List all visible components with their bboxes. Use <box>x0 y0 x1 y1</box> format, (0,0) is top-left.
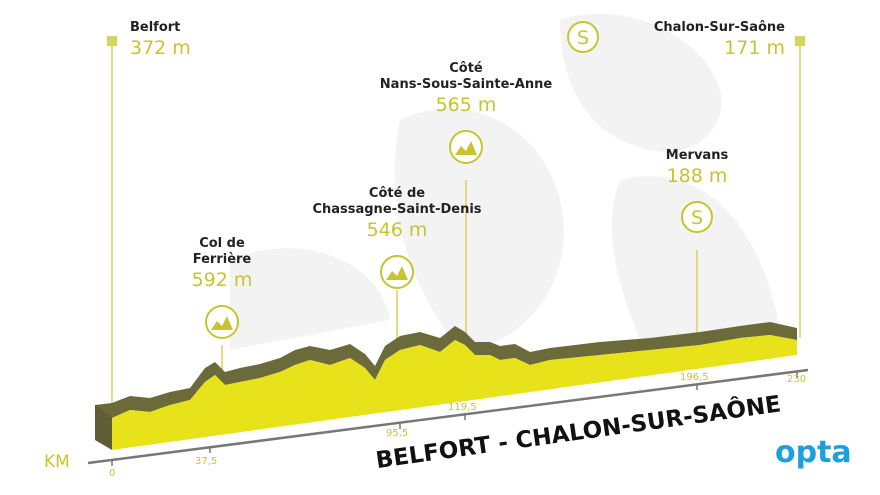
axis-ticks <box>111 372 798 466</box>
climb-icon <box>205 305 239 339</box>
tick-label: 95,5 <box>386 428 409 439</box>
climb-label: Côté Nans-Sous-Sainte-Anne 565 m <box>346 61 586 117</box>
climb-name: Chassagne-Saint-Denis <box>312 202 482 217</box>
profile-face <box>112 335 797 450</box>
climb-name: Côté de <box>368 186 426 201</box>
profile-side <box>95 405 112 450</box>
km-label: KM <box>44 452 70 472</box>
opta-logo: opta <box>775 435 852 470</box>
finish-label: Chalon-Sur-Saône 171 m <box>654 20 785 60</box>
start-marker <box>107 36 117 46</box>
tick-label: 196,5 <box>680 372 709 383</box>
climb-label: Col de Ferrière 592 m <box>162 236 282 292</box>
climb-name: Côté <box>449 61 483 76</box>
sprint-altitude: 188 m <box>666 165 728 187</box>
finish-sprint-icon-letter: S <box>577 27 589 49</box>
tick-label: 37,5 <box>195 456 218 467</box>
climb-altitude: 546 m <box>366 219 428 241</box>
sprint-name: Mervans <box>665 148 729 163</box>
profile-top-band <box>95 322 797 418</box>
tick-label: 119,5 <box>448 402 477 413</box>
climb-icon <box>449 130 483 164</box>
start-label: Belfort 372 m <box>130 20 191 60</box>
finish-altitude: 171 m <box>724 37 785 59</box>
climb-name: Ferrière <box>192 252 252 267</box>
finish-name: Chalon-Sur-Saône <box>653 20 785 35</box>
climb-name: Col de <box>199 236 245 251</box>
sprint-icon-letter: S <box>691 207 703 229</box>
finish-sprint-icon: S <box>567 21 599 53</box>
climb-name: Nans-Sous-Sainte-Anne <box>379 77 553 92</box>
watermark-logo <box>230 13 780 350</box>
finish-marker <box>795 36 805 46</box>
climb-icon <box>380 255 414 289</box>
tick-label: 0 <box>109 468 116 479</box>
sprint-icon: S <box>681 201 713 233</box>
climb-altitude: 592 m <box>191 269 253 291</box>
distance-axis <box>87 368 809 465</box>
sprint-label: Mervans 188 m <box>637 148 757 188</box>
climb-label: Côté de Chassagne-Saint-Denis 546 m <box>277 186 517 242</box>
start-altitude: 372 m <box>130 37 191 59</box>
tick-label: 230 <box>787 374 807 385</box>
climb-altitude: 565 m <box>435 94 497 116</box>
start-name: Belfort <box>130 20 181 35</box>
